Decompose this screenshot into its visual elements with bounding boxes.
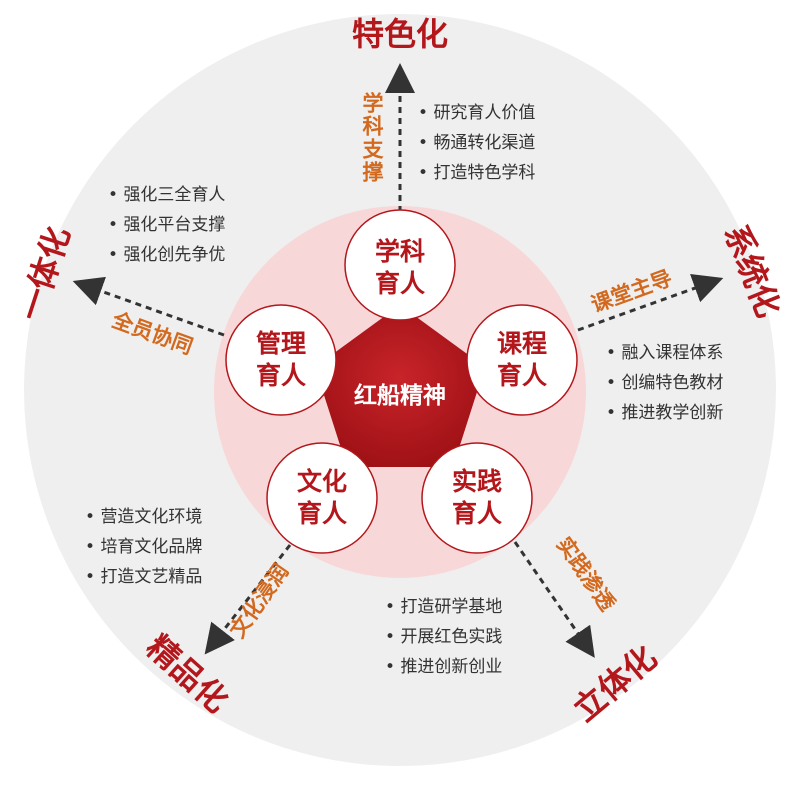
node-label: 育人 [452,499,502,528]
bullets-top: • 研究育人价值 • 畅通转化渠道 • 打造特色学科 [418,103,535,183]
bullet-item: • 开展红色实践 [385,627,502,647]
core-pentagon [315,305,485,467]
node-bottom-right: 实践 育人 [421,442,533,554]
node-label: 育人 [256,361,306,390]
bullet-item: • 畅通转化渠道 [418,133,535,153]
path-top: 学科支撑 [360,91,384,184]
node-label: 实践 [452,467,502,496]
arrows [72,63,724,658]
node-label: 学科 [375,237,425,266]
bullets-right: • 融入课程体系 • 创编特色教材 • 推进教学创新 [606,343,723,423]
core-label: 红船精神 [354,382,446,409]
node-right: 课程 育人 [466,304,578,416]
bullets-bottom-left: • 营造文化环境 • 培育文化品牌 • 打造文艺精品 [85,507,202,587]
bullet-item: • 强化平台支撑 [108,215,225,235]
bullets-left: • 强化三全育人 • 强化平台支撑 • 强化创先争优 [108,185,225,265]
bullet-item: • 创编特色教材 [606,373,723,393]
bullet-item: • 强化创先争优 [108,245,225,265]
node-label: 管理 [256,329,306,358]
node-label: 课程 [497,329,547,358]
node-left: 管理 育人 [225,304,337,416]
bullet-item: • 打造文艺精品 [85,567,202,587]
bullet-item: • 融入课程体系 [606,343,723,363]
arrow-left [72,276,225,337]
node-top: 学科 育人 [344,209,456,321]
bullet-item: • 营造文化环境 [85,507,202,527]
node-label: 育人 [497,361,547,390]
bullet-item: • 打造特色学科 [418,163,535,183]
node-label: 育人 [375,269,425,298]
bullet-item: • 培育文化品牌 [85,537,202,557]
node-label: 育人 [297,499,347,528]
bullet-item: • 强化三全育人 [108,185,225,205]
bullets-bottom-right: • 打造研学基地 • 开展红色实践 • 推进创新创业 [385,597,502,677]
goal-top: 特色化 [352,15,448,53]
bullet-item: • 研究育人价值 [418,103,535,123]
bullet-item: • 打造研学基地 [385,597,502,617]
arrow-right [577,273,724,332]
bullet-item: • 推进创新创业 [385,657,502,677]
node-bottom-left: 文化 育人 [266,442,378,554]
bullet-item: • 推进教学创新 [606,403,723,423]
node-label: 文化 [297,467,347,496]
